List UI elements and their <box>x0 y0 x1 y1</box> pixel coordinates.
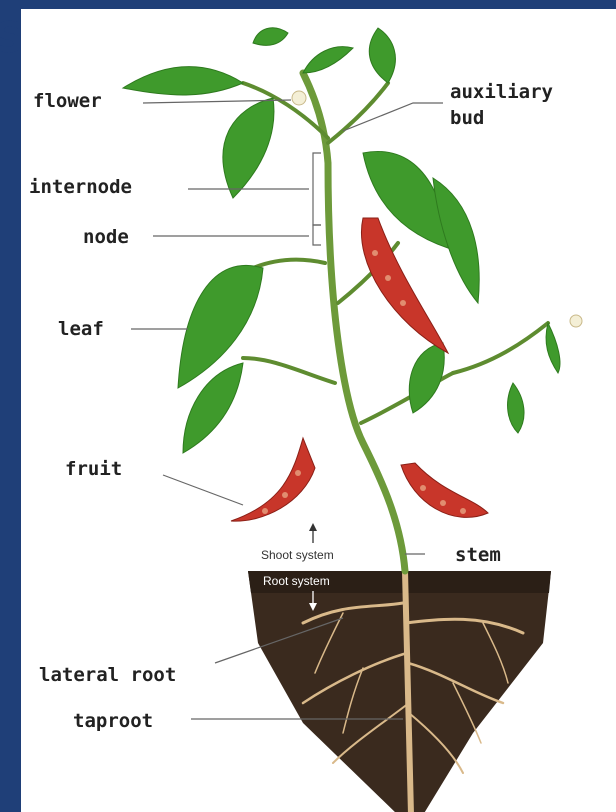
label-auxiliary-bud-line2: bud <box>450 107 484 129</box>
label-node: node <box>83 226 129 248</box>
soil-wedge <box>248 571 551 812</box>
shoot-system-label: Shoot system <box>261 548 334 562</box>
label-leaf: leaf <box>58 318 104 340</box>
plant-anatomy-diagram: Shoot system Root system flower auxiliar… <box>21 9 616 812</box>
plant-diagram-frame: Shoot system Root system flower auxiliar… <box>18 6 616 812</box>
main-stem <box>303 73 405 571</box>
label-stem: stem <box>455 544 501 566</box>
label-auxiliary-bud-line1: auxiliary <box>450 81 553 103</box>
label-taproot: taproot <box>73 710 153 732</box>
label-internode: internode <box>29 176 132 198</box>
label-flower: flower <box>33 90 102 112</box>
label-lateral-root: lateral root <box>39 664 176 686</box>
branches <box>243 83 548 423</box>
root-system-label: Root system <box>263 574 330 588</box>
internode-node-brackets <box>313 153 321 245</box>
label-fruit: fruit <box>65 458 122 480</box>
